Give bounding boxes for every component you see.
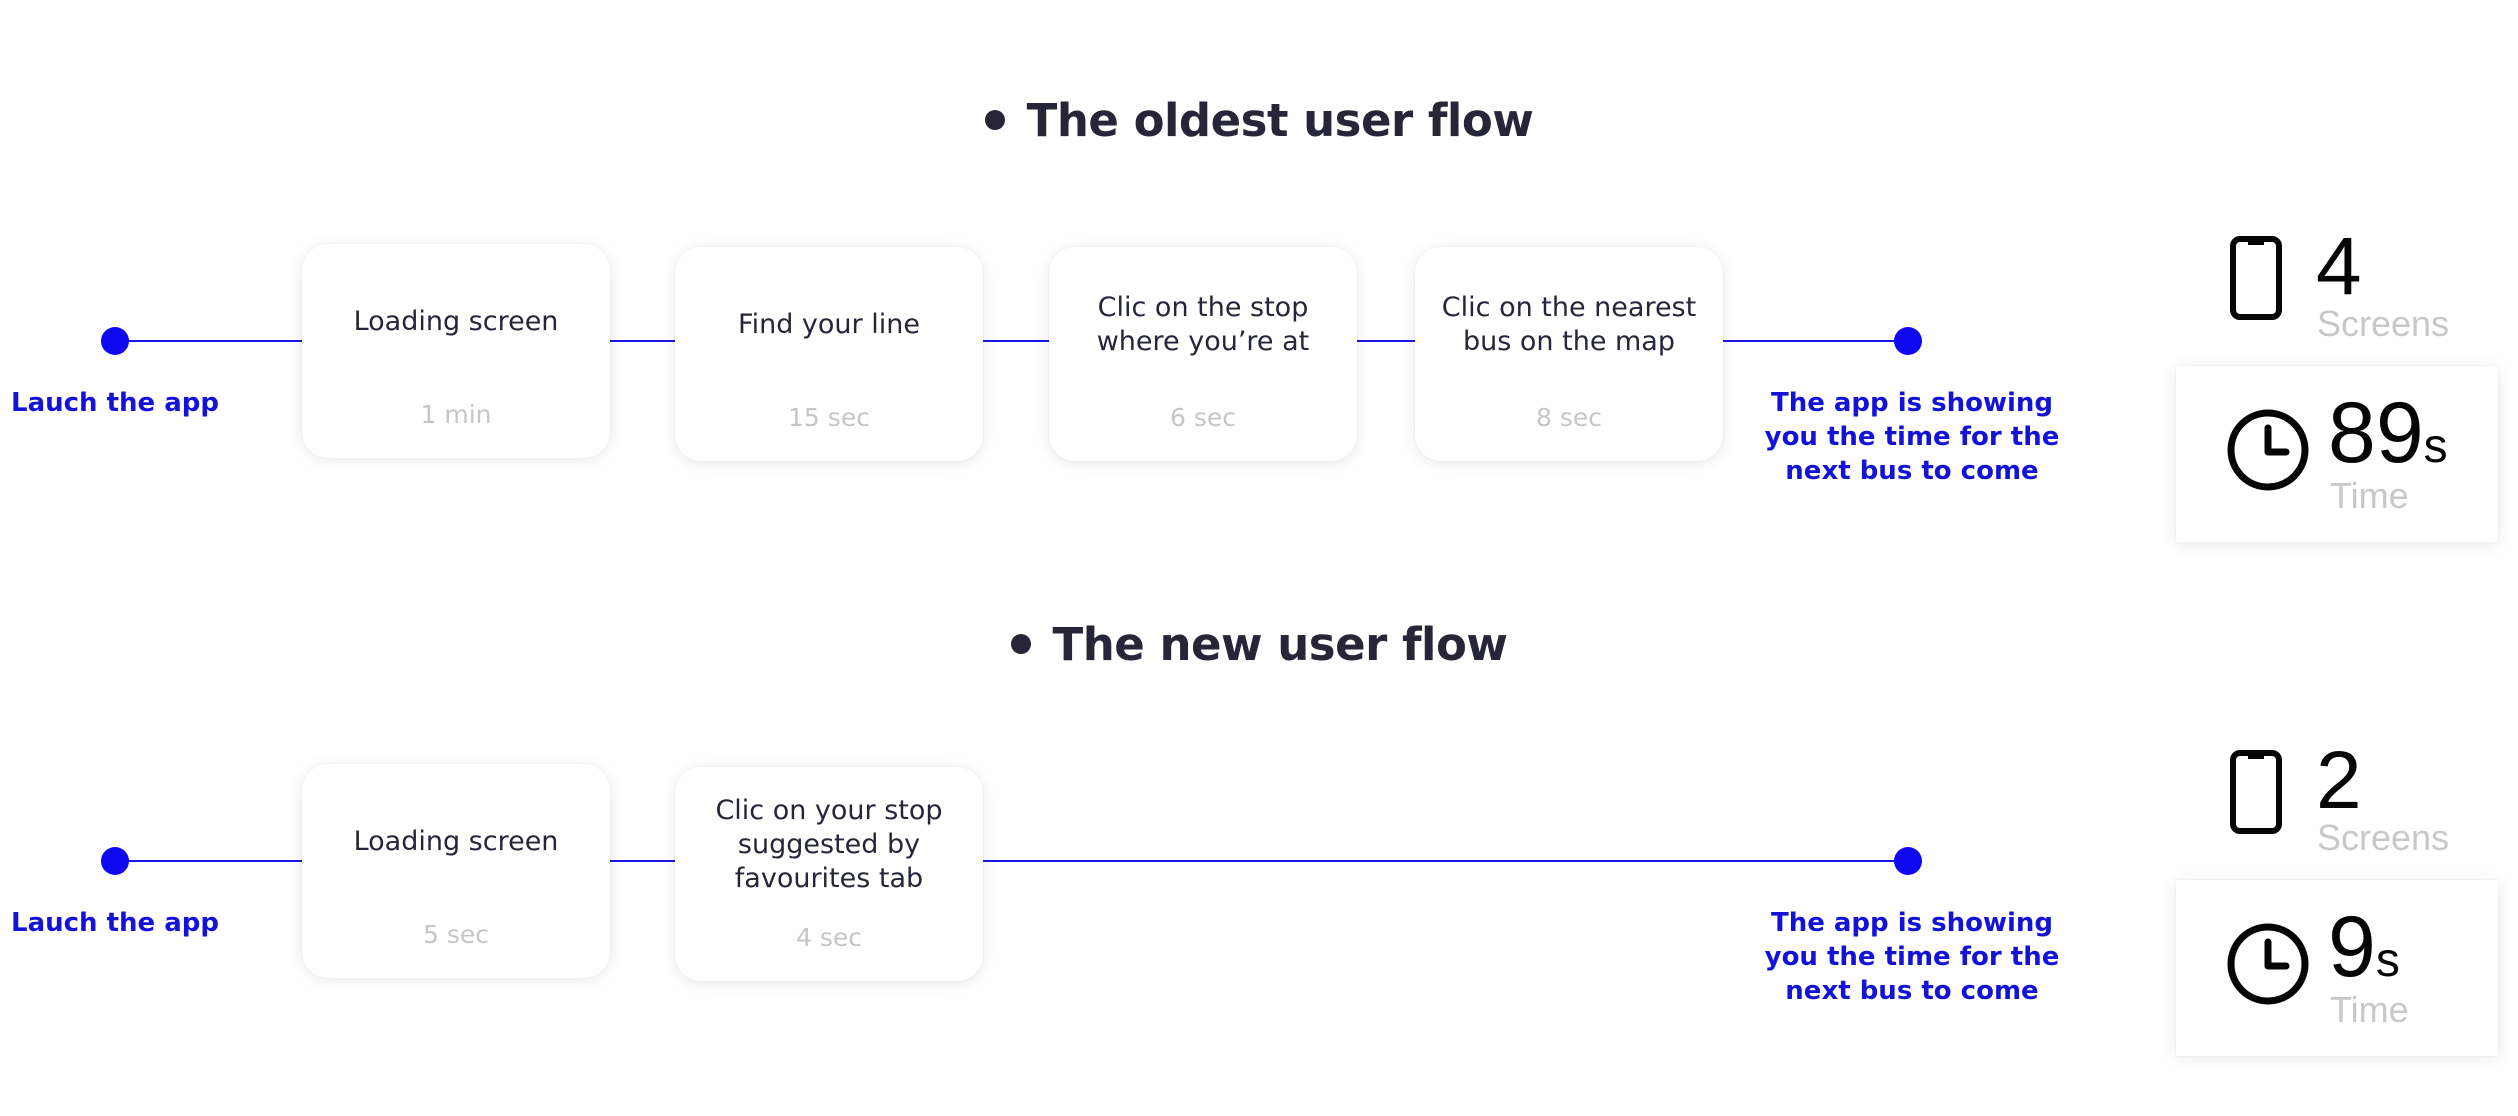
screens-count: 2 <box>2316 735 2362 826</box>
time-unit: s <box>2423 420 2448 473</box>
step-label: Clic on the stop where you’re at <box>1096 292 1310 357</box>
step-card: Clic on the stop where you’re at 6 sec <box>1049 247 1357 461</box>
step-time: 6 sec <box>1169 403 1236 432</box>
step-card: Find your line 15 sec <box>675 247 983 461</box>
step-label: Clic on the nearest bus on the map <box>1441 292 1697 357</box>
end-node <box>1894 847 1922 875</box>
flow-title-text: The oldest user flow <box>1026 94 1534 147</box>
time-unit: s <box>2375 934 2400 987</box>
step-label: Loading screen <box>353 306 559 337</box>
screens-caption: Screens <box>2317 303 2450 344</box>
screens-count: 4 <box>2316 221 2362 312</box>
time-caption: Time <box>2330 475 2409 516</box>
step-label: Clic on your stop suggested by favourite… <box>715 795 943 894</box>
start-node <box>101 847 129 875</box>
step-card: Loading screen 1 min <box>302 244 610 458</box>
step-label: Find your line <box>738 309 920 340</box>
step-time: 4 sec <box>795 923 862 952</box>
start-node <box>101 327 129 355</box>
step-time: 8 sec <box>1535 403 1602 432</box>
end-label: The app is showing you the time for the … <box>1764 388 2060 486</box>
step-card: Loading screen 5 sec <box>302 764 610 978</box>
time-number: 9 <box>2328 899 2376 995</box>
phone-icon <box>2230 750 2282 834</box>
flow-line <box>115 340 1909 342</box>
step-card: Clic on your stop suggested by favourite… <box>675 767 983 981</box>
start-label: Lauch the app <box>11 908 219 938</box>
time-value: 9s <box>2328 902 2400 1006</box>
step-label: Loading screen <box>353 826 559 857</box>
phone-icon <box>2230 236 2282 320</box>
end-label: The app is showing you the time for the … <box>1764 908 2060 1006</box>
dot-icon <box>984 110 1005 130</box>
time-number: 89 <box>2328 385 2424 481</box>
step-time: 5 sec <box>422 920 489 949</box>
time-card: 9s Time <box>2176 880 2498 1056</box>
time-card: 89s Time <box>2176 366 2498 542</box>
step-time: 15 sec <box>788 403 870 432</box>
step-time: 1 min <box>420 400 492 429</box>
start-label: Lauch the app <box>11 388 219 418</box>
flow-title: The oldest user flow <box>0 94 2518 147</box>
clock-icon <box>2227 409 2309 491</box>
screens-caption: Screens <box>2317 817 2450 858</box>
flow-title: The new user flow <box>0 618 2518 671</box>
dot-icon <box>1010 634 1031 654</box>
flow-line <box>115 860 1909 862</box>
time-caption: Time <box>2330 989 2409 1030</box>
flow-title-text: The new user flow <box>1052 618 1508 671</box>
end-node <box>1894 327 1922 355</box>
time-value: 89s <box>2328 388 2448 492</box>
step-card: Clic on the nearest bus on the map 8 sec <box>1415 247 1723 461</box>
clock-icon <box>2227 923 2309 1005</box>
